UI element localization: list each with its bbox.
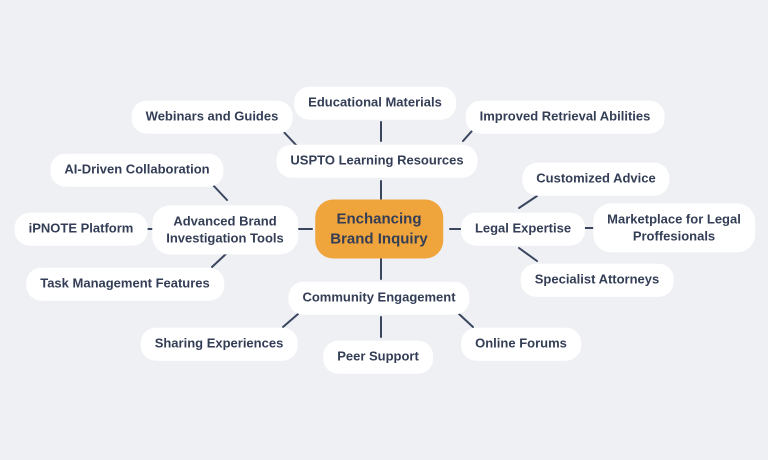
node-legal-expertise[interactable]: Legal Expertise [460, 212, 586, 246]
node-educational-materials[interactable]: Educational Materials [294, 86, 456, 120]
node-advanced-brand-investigation-tools[interactable]: Advanced Brand Investigation Tools [152, 205, 298, 255]
node-sharing-experiences[interactable]: Sharing Experiences [140, 327, 298, 361]
node-ipnote-platform[interactable]: iPNOTE Platform [14, 212, 148, 246]
connector-advanced-aidriven [211, 183, 228, 201]
connector-advanced-task [211, 252, 228, 268]
node-marketplace-for-legal-proffesionals[interactable]: Marketplace for Legal Proffesionals [593, 203, 755, 253]
node-center-enchancing-brand-inquiry[interactable]: Enchancing Brand Inquiry [315, 199, 443, 259]
node-peer-support[interactable]: Peer Support [323, 340, 433, 374]
node-community-engagement[interactable]: Community Engagement [288, 281, 470, 315]
node-task-management-features[interactable]: Task Management Features [26, 267, 224, 301]
connector-community-sharing [282, 313, 299, 328]
node-improved-retrieval-abilities[interactable]: Improved Retrieval Abilities [465, 100, 665, 134]
connector-legal-customized [518, 195, 538, 209]
node-online-forums[interactable]: Online Forums [461, 327, 581, 361]
node-specialist-attorneys[interactable]: Specialist Attorneys [520, 263, 674, 297]
connector-community-online [458, 313, 474, 328]
node-webinars-and-guides[interactable]: Webinars and Guides [131, 100, 293, 134]
node-ai-driven-collaboration[interactable]: AI-Driven Collaboration [50, 153, 224, 187]
node-uspto-learning-resources[interactable]: USPTO Learning Resources [276, 144, 478, 178]
connector-legal-specialist [518, 247, 538, 262]
node-customized-advice[interactable]: Customized Advice [522, 162, 670, 196]
